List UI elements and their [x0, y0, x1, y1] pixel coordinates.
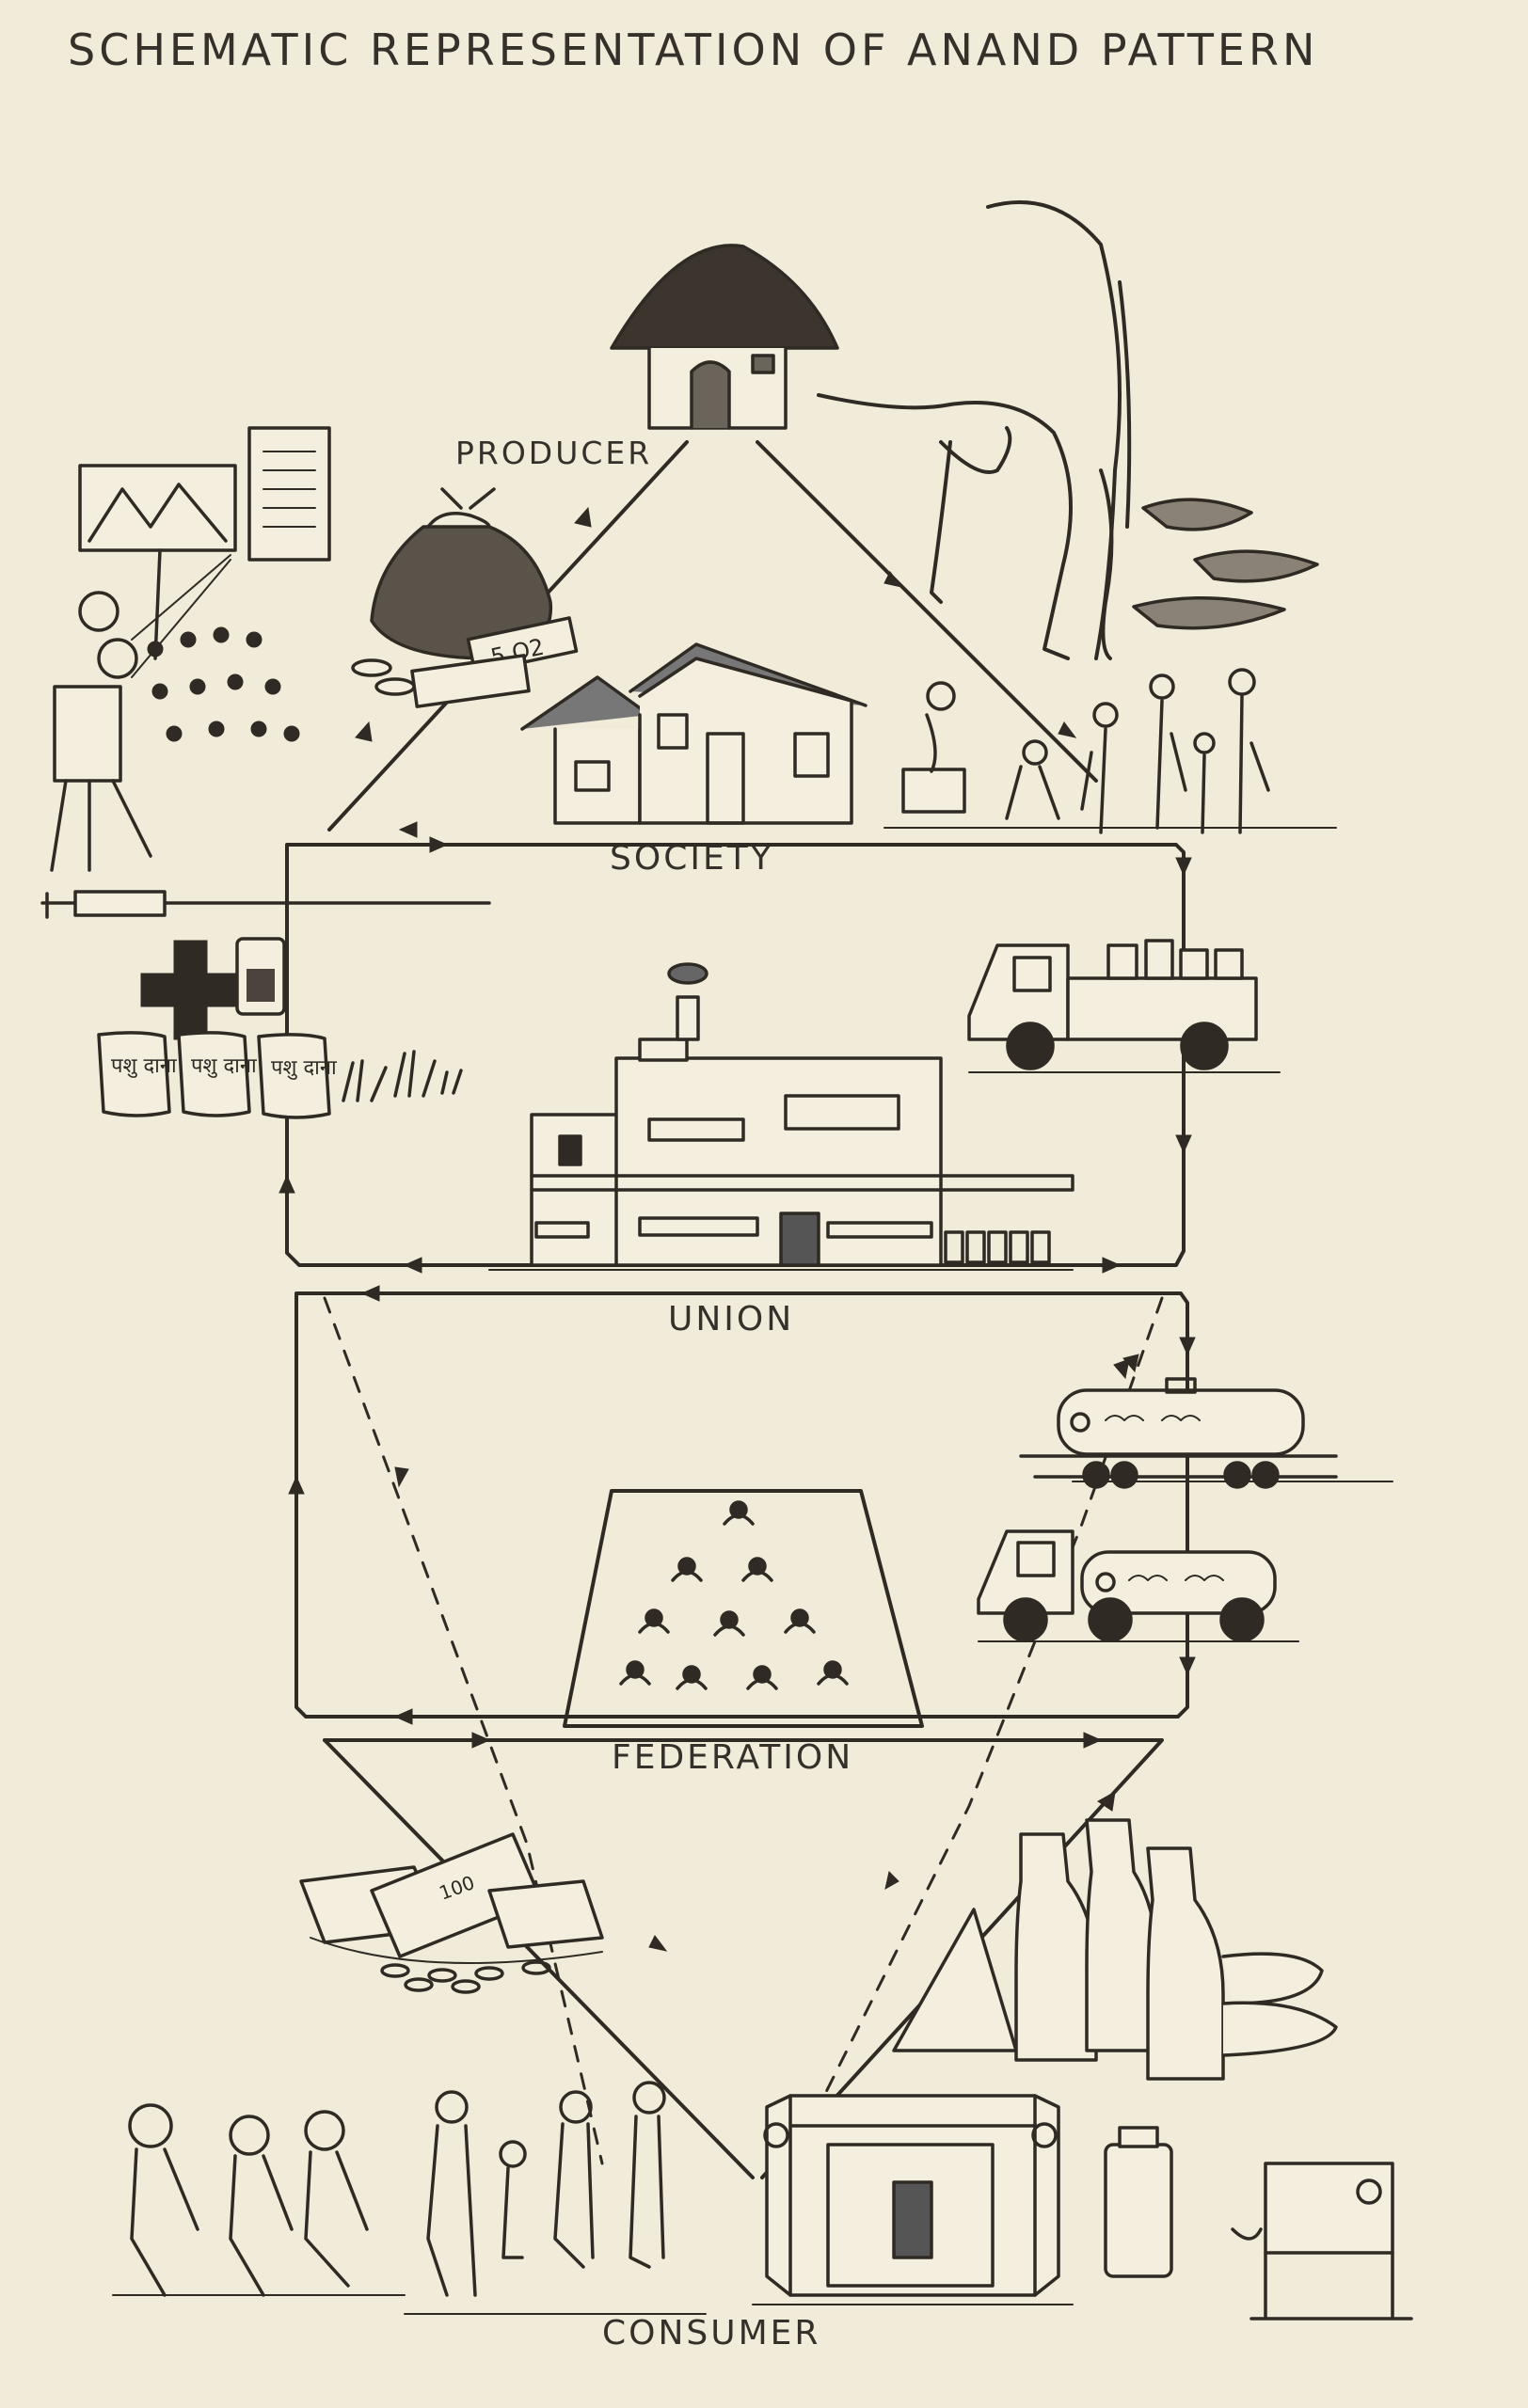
arrow-down-7: [1097, 1791, 1116, 1812]
arrow-dash-3: [884, 1871, 899, 1890]
arrow-right-3: [471, 1732, 491, 1749]
arrow-down-1: [883, 571, 903, 588]
arrow-down-4: [1175, 1134, 1192, 1154]
money-bag-illustration: 5 O2: [351, 487, 579, 708]
arrow-left-2: [403, 1257, 422, 1274]
milk-products-illustration: [892, 1818, 1338, 2081]
arrow-right-1: [429, 836, 449, 853]
arrow-left-1: [398, 821, 418, 838]
arrow-dash-2: [1122, 1354, 1139, 1373]
node-label-federation: FEDERATION: [612, 1738, 854, 1777]
dashed-union-to-consumer: [323, 1296, 604, 2165]
rail-tanker-illustration: [1019, 1377, 1393, 1489]
consumer-queue-illustration: [112, 2081, 707, 2315]
flow-producer-to-society: [756, 440, 1098, 783]
federation-board-illustration: [563, 1489, 924, 1728]
node-label-union: UNION: [668, 1300, 795, 1339]
arrow-up-4: [288, 1475, 305, 1495]
cash-pile-illustration: 100: [299, 1832, 604, 1994]
arrow-down-3: [1175, 857, 1192, 877]
hut-illustration: [610, 244, 839, 430]
syringe-illustration: [40, 890, 491, 919]
flow-federation-to-consumer: [323, 1738, 1164, 2179]
arrow-down-2: [1058, 721, 1077, 738]
union-plant-illustration: [488, 962, 1074, 1271]
loop-union-federation: [294, 1291, 1189, 1719]
arrow-right-2: [1102, 1257, 1122, 1274]
road-tanker-illustration: [977, 1529, 1299, 1642]
milk-booth-illustration: [752, 2094, 1074, 2305]
feed-bag-2-text: पशु दाना: [191, 1054, 257, 1078]
arrow-left-3: [360, 1285, 380, 1302]
buffalo-illustration: [817, 200, 1132, 660]
node-label-producer: PRODUCER: [455, 435, 653, 471]
arrow-dash-4: [1113, 1358, 1130, 1380]
arrow-down-5: [1179, 1337, 1196, 1356]
arrow-down-8: [648, 1935, 668, 1952]
milk-truck-illustration: [967, 939, 1281, 1073]
arrow-right-4: [1083, 1732, 1103, 1749]
arrow-down-6: [1179, 1656, 1196, 1676]
feed-bags-illustration: पशु दाना पशु दाना पशु दाना: [97, 1031, 463, 1119]
milk-can-illustration: [1104, 2126, 1173, 2278]
feed-bag-3-text: पशु दाना: [271, 1056, 337, 1080]
node-label-consumer: CONSUMER: [602, 2314, 821, 2353]
vending-machine-illustration: [1231, 2162, 1413, 2321]
society-milk-queue-illustration: [883, 668, 1337, 834]
loop-society-union: [285, 843, 1186, 1267]
society-building-illustration: [520, 642, 867, 825]
audience-illustration: [147, 626, 300, 742]
bowls-illustration: [1132, 498, 1319, 630]
arrow-left-4: [393, 1708, 413, 1725]
cross-medicine-illustration: [140, 937, 286, 1040]
diagram-title: SCHEMATIC REPRESENTATION OF ANAND PATTER…: [68, 24, 1319, 75]
arrow-up-1: [355, 721, 373, 742]
arrow-up-3: [279, 1174, 295, 1194]
arrow-dash-1: [394, 1466, 409, 1488]
flow-arrows: [279, 506, 1196, 1952]
arrow-up-2: [574, 506, 592, 528]
feed-bag-1-text: पशु दाना: [111, 1054, 177, 1078]
film-screen-illustration: [50, 426, 331, 872]
